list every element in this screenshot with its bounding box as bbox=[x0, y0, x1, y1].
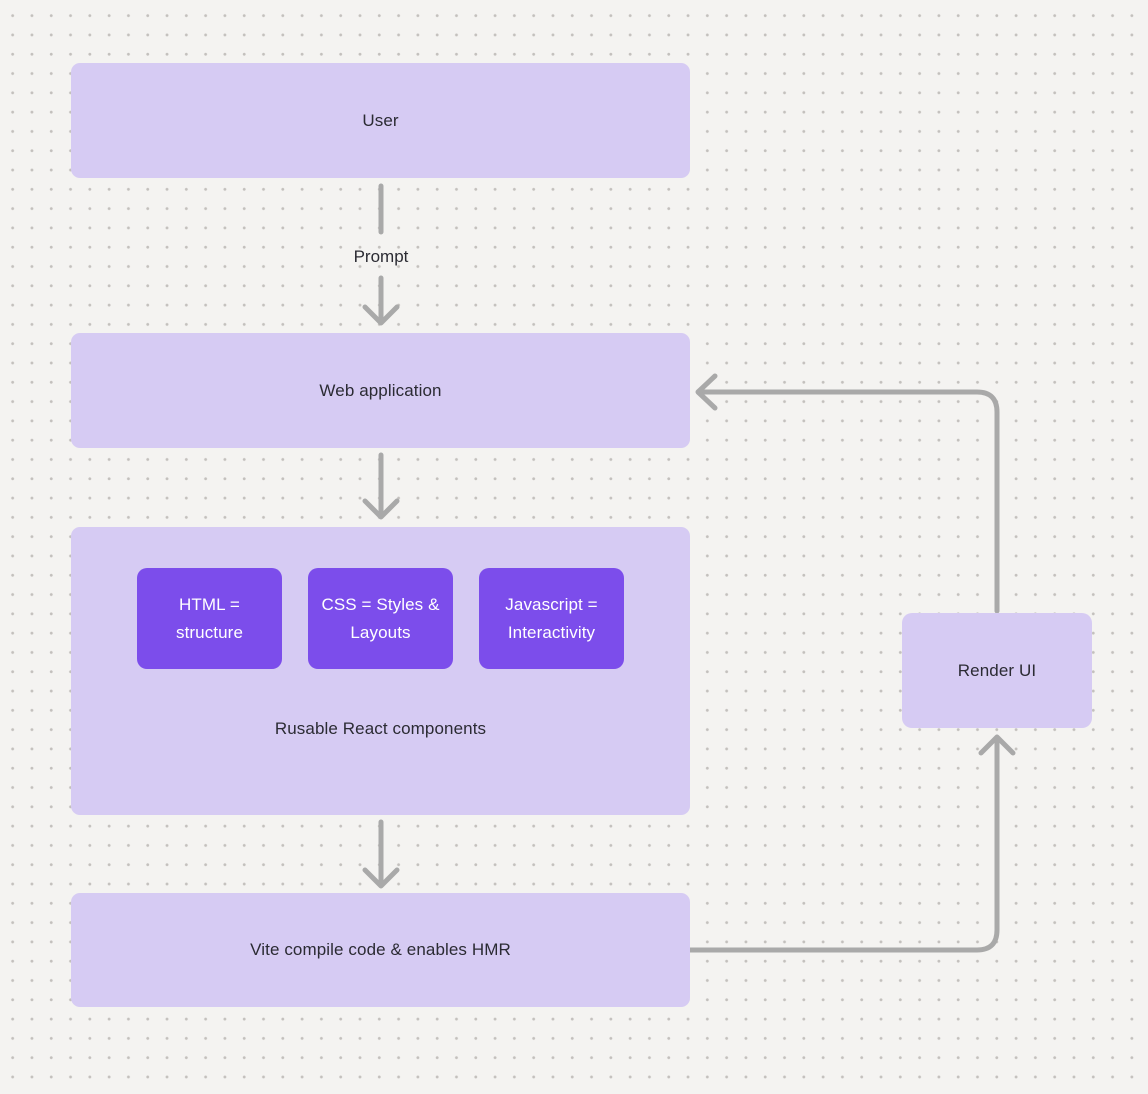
chip-css-label: CSS = Styles & Layouts bbox=[321, 594, 440, 642]
chip-html-label: HTML = structure bbox=[175, 594, 244, 642]
edge-vite-to-render bbox=[687, 738, 1000, 953]
node-vite-label: Vite compile code & enables HMR bbox=[250, 940, 511, 959]
node-user[interactable]: User bbox=[71, 63, 690, 178]
chip-css[interactable]: CSS = Styles & Layouts bbox=[308, 568, 453, 669]
chip-html[interactable]: HTML = structure bbox=[137, 568, 282, 669]
node-user-label: User bbox=[362, 110, 399, 130]
node-web-application-label: Web application bbox=[319, 380, 442, 400]
node-components-group[interactable]: HTML = structure CSS = Styles & Layouts … bbox=[71, 527, 690, 815]
chip-row: HTML = structure CSS = Styles & Layouts … bbox=[137, 568, 624, 669]
arrowhead-down-icon bbox=[362, 867, 400, 889]
edge-label-prompt: Prompt bbox=[353, 247, 409, 266]
arrowhead-up-icon bbox=[978, 734, 1016, 756]
edge-render-to-webapp bbox=[699, 389, 1000, 614]
chip-javascript[interactable]: Javascript = Interactivity bbox=[479, 568, 624, 669]
components-group-caption: Rusable React components bbox=[274, 719, 487, 738]
arrowhead-down-icon bbox=[362, 304, 400, 326]
node-render-ui-label: Render UI bbox=[957, 660, 1037, 680]
arrowhead-down-icon bbox=[362, 498, 400, 520]
node-vite[interactable]: Vite compile code & enables HMR bbox=[71, 893, 690, 1007]
chip-javascript-label: Javascript = Interactivity bbox=[505, 594, 598, 642]
arrowhead-left-icon bbox=[695, 373, 718, 411]
node-render-ui[interactable]: Render UI bbox=[902, 613, 1092, 728]
node-web-application[interactable]: Web application bbox=[71, 333, 690, 448]
